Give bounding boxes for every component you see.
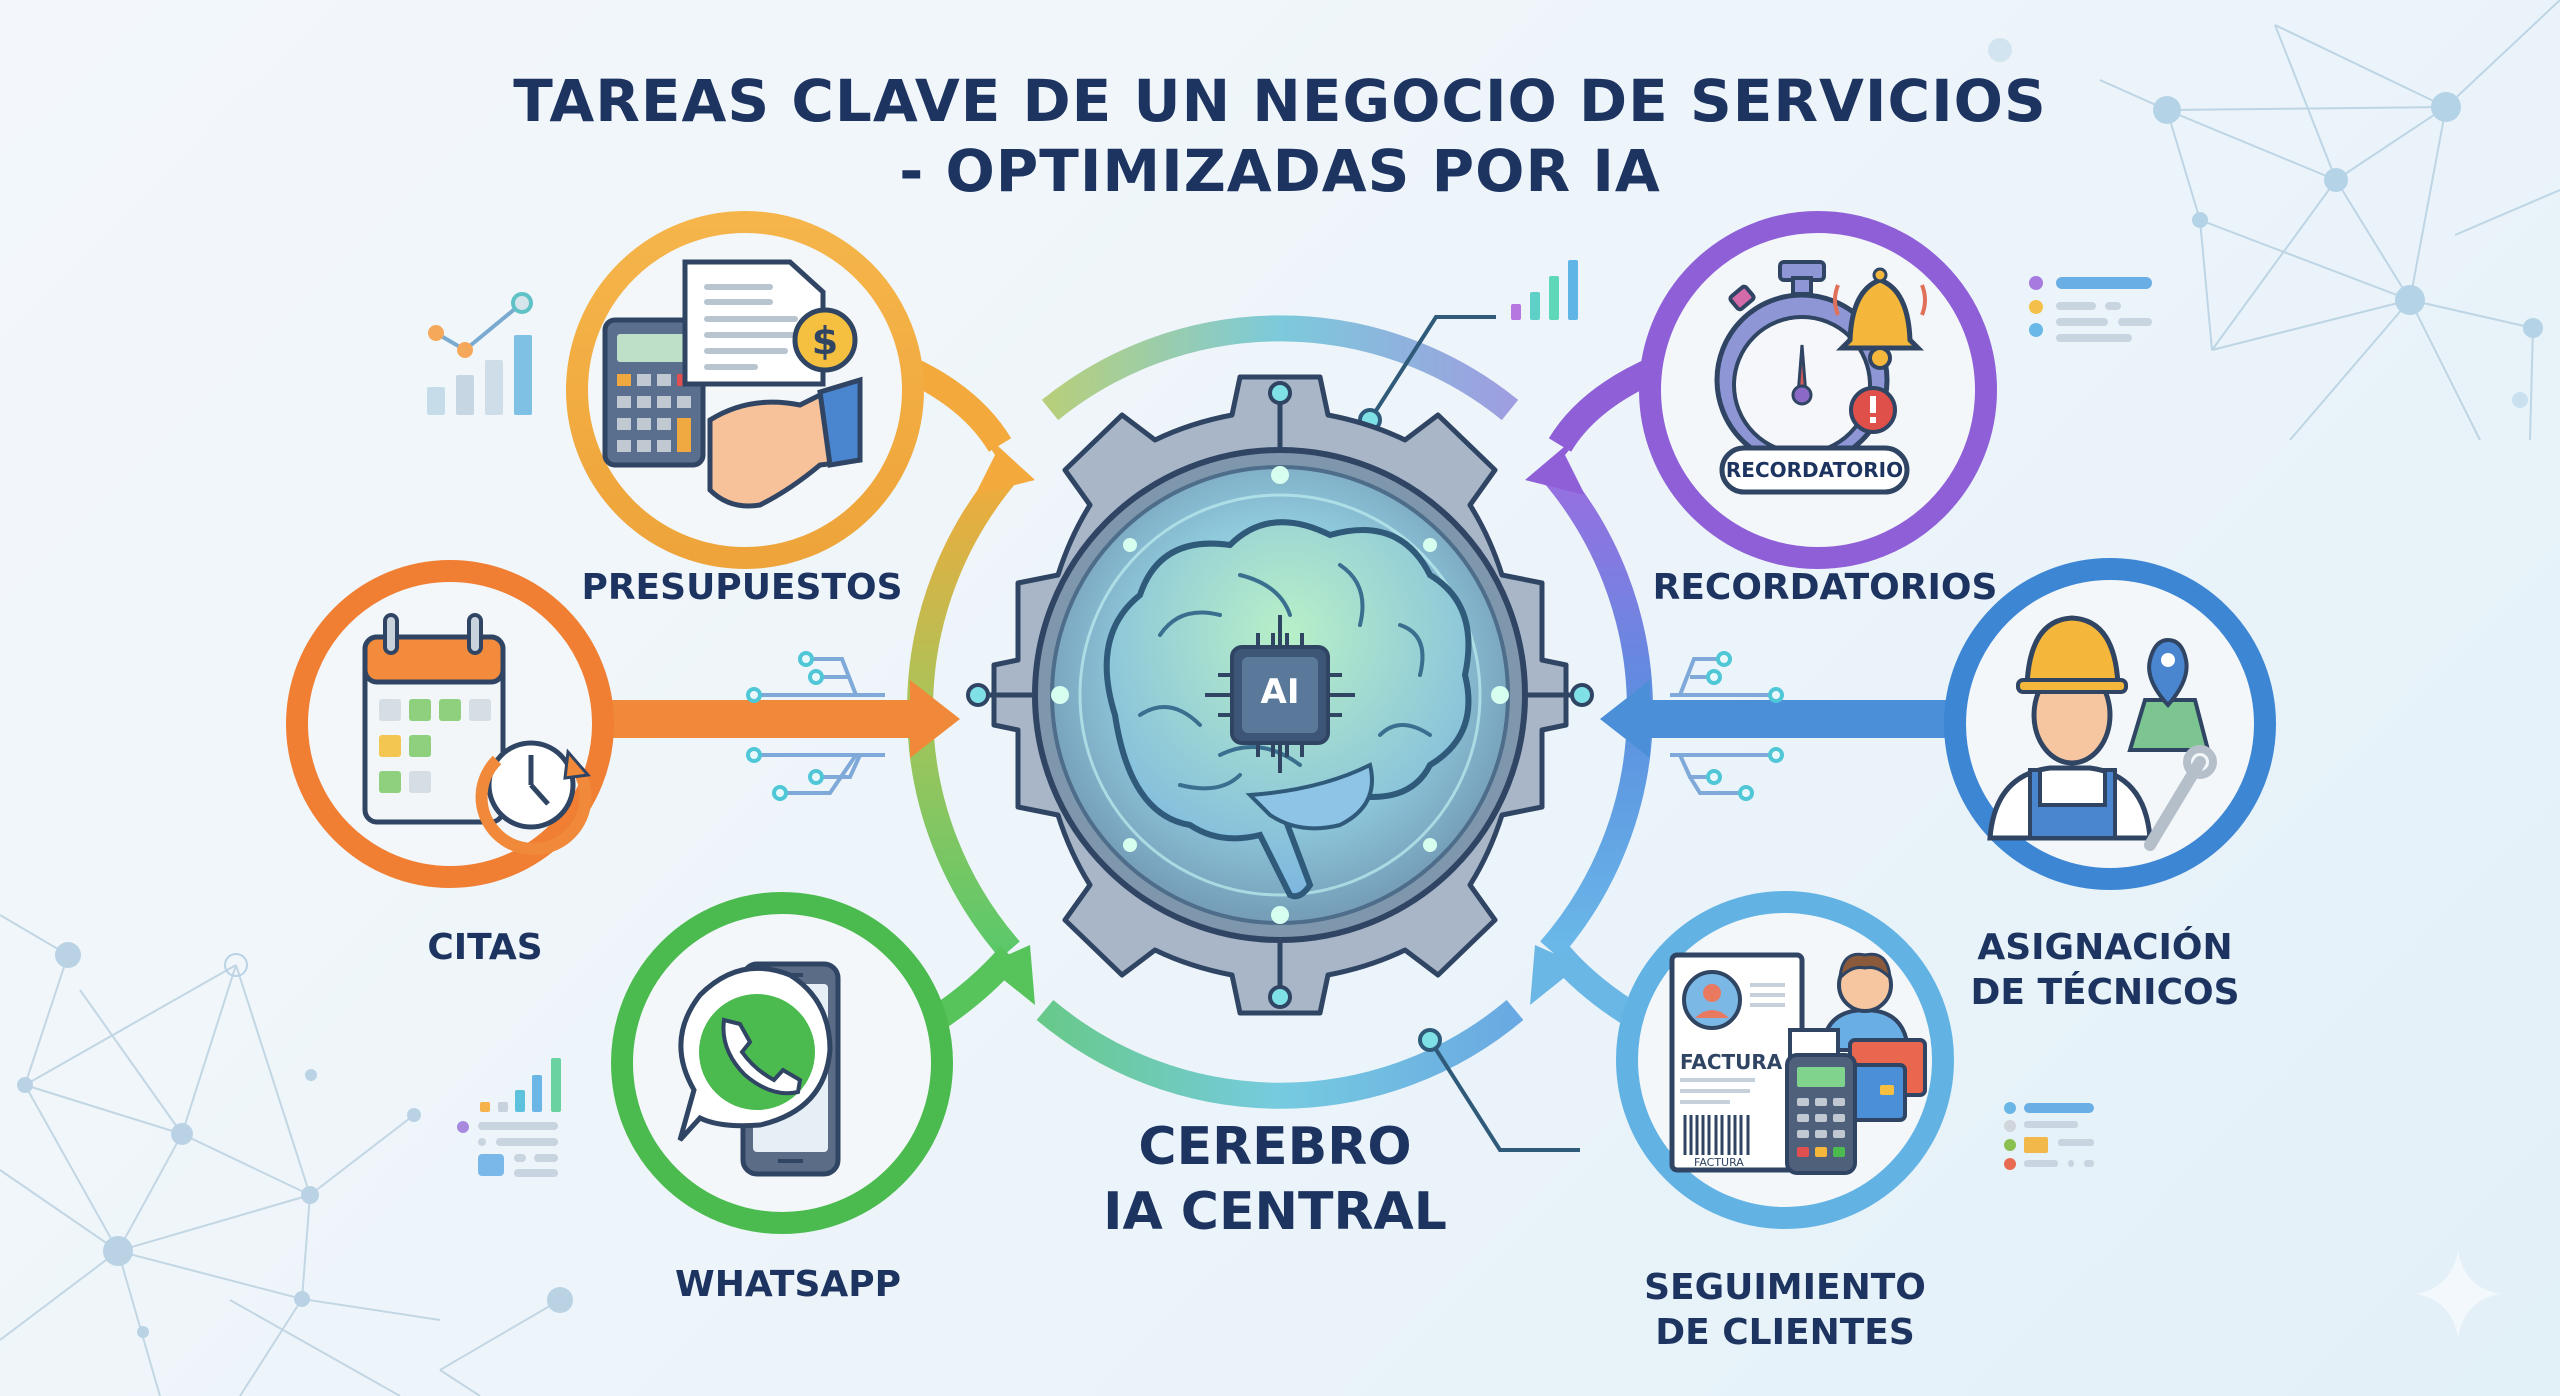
page-title-line2: - OPTIMIZADAS POR IA — [899, 137, 1661, 205]
central-gear — [966, 374, 1594, 1016]
bell-icon — [1833, 267, 1927, 370]
node-label-asignacion[interactable]: ASIGNACIÓN DE TÉCNICOS — [1970, 925, 2239, 1015]
center-label: CEREBRO IA CENTRAL — [1103, 1115, 1447, 1245]
mini-list-decoration-left-bottom — [457, 1058, 561, 1177]
node-label-asignacion-line1: ASIGNACIÓN — [1977, 927, 2233, 968]
network-decoration-bottom-left — [0, 914, 561, 1396]
node-label-seguimiento-line1: SEGUIMIENTO — [1644, 1267, 1926, 1308]
arrow-whatsapp — [927, 945, 1035, 1031]
page-title-line1: TAREAS CLAVE DE UN NEGOCIO DE SERVICIOS — [513, 67, 2047, 135]
wrench-icon — [2144, 745, 2217, 851]
center-label-line1: CEREBRO — [1138, 1117, 1412, 1177]
network-nodes-top-right — [1988, 38, 2543, 408]
network-decoration-top-right — [2099, 0, 2560, 441]
leader-line-bottom — [1428, 1038, 1580, 1152]
network-nodes-bottom-left — [17, 942, 573, 1338]
arrow-seguimiento — [1530, 945, 1647, 1032]
node-label-citas[interactable]: CITAS — [427, 927, 543, 968]
dollar-coin-icon: $ — [792, 307, 858, 373]
node-ring-presupuestos — [566, 211, 924, 569]
node-label-seguimiento[interactable]: SEGUIMIENTO DE CLIENTES — [1644, 1265, 1926, 1355]
clock-refresh-icon — [475, 740, 592, 855]
node-label-whatsapp[interactable]: WHATSAPP — [674, 1264, 902, 1305]
mini-bar-chart-top — [1511, 260, 1578, 320]
technician-icon — [1987, 615, 2153, 841]
node-label-presupuestos[interactable]: PRESUPUESTOS — [581, 567, 903, 608]
node-label-recordatorios[interactable]: RECORDATORIOS — [1652, 567, 1998, 608]
mini-list-decoration-bottom-right — [2004, 1102, 2094, 1170]
handshake-icon — [707, 376, 863, 509]
alert-bubble-icon — [1849, 386, 1897, 434]
invoice-barcode-text: FACTURA — [1694, 1156, 1744, 1169]
mini-list-decoration-top-right — [2029, 276, 2152, 342]
circuit-trace-left — [760, 657, 885, 795]
leader-dot-bottom — [1418, 1028, 1442, 1052]
invoice-title-text: FACTURA — [1680, 1050, 1783, 1074]
arrow-asignacion — [1600, 680, 1955, 758]
ai-chip-label: AI — [1260, 672, 1300, 712]
sparkle-icon — [2416, 1251, 2500, 1337]
arrow-citas — [610, 680, 960, 758]
calculator-icon — [602, 317, 706, 468]
calendar-icon — [362, 613, 506, 825]
recordatorio-badge — [1719, 445, 1910, 495]
node-label-seguimiento-line2: DE CLIENTES — [1655, 1312, 1915, 1353]
mini-trend-chart-left — [427, 292, 533, 415]
circuit-trace-left-nodes — [746, 651, 824, 801]
invoice-icon — [1669, 952, 1805, 1173]
node-label-asignacion-line2: DE TÉCNICOS — [1970, 972, 2240, 1013]
center-label-line2: IA CENTRAL — [1103, 1182, 1447, 1242]
ai-chip-icon — [1205, 615, 1355, 773]
pos-terminal-icon — [1785, 1028, 1857, 1175]
recordatorio-badge-text: RECORDATORIO — [1725, 458, 1904, 482]
svg-text:$: $ — [812, 319, 838, 363]
circuit-trace-right-nodes — [1706, 651, 1784, 801]
leader-line-top — [1368, 315, 1496, 422]
stopwatch-icon — [1714, 260, 1890, 468]
whatsapp-icon — [677, 965, 833, 1142]
